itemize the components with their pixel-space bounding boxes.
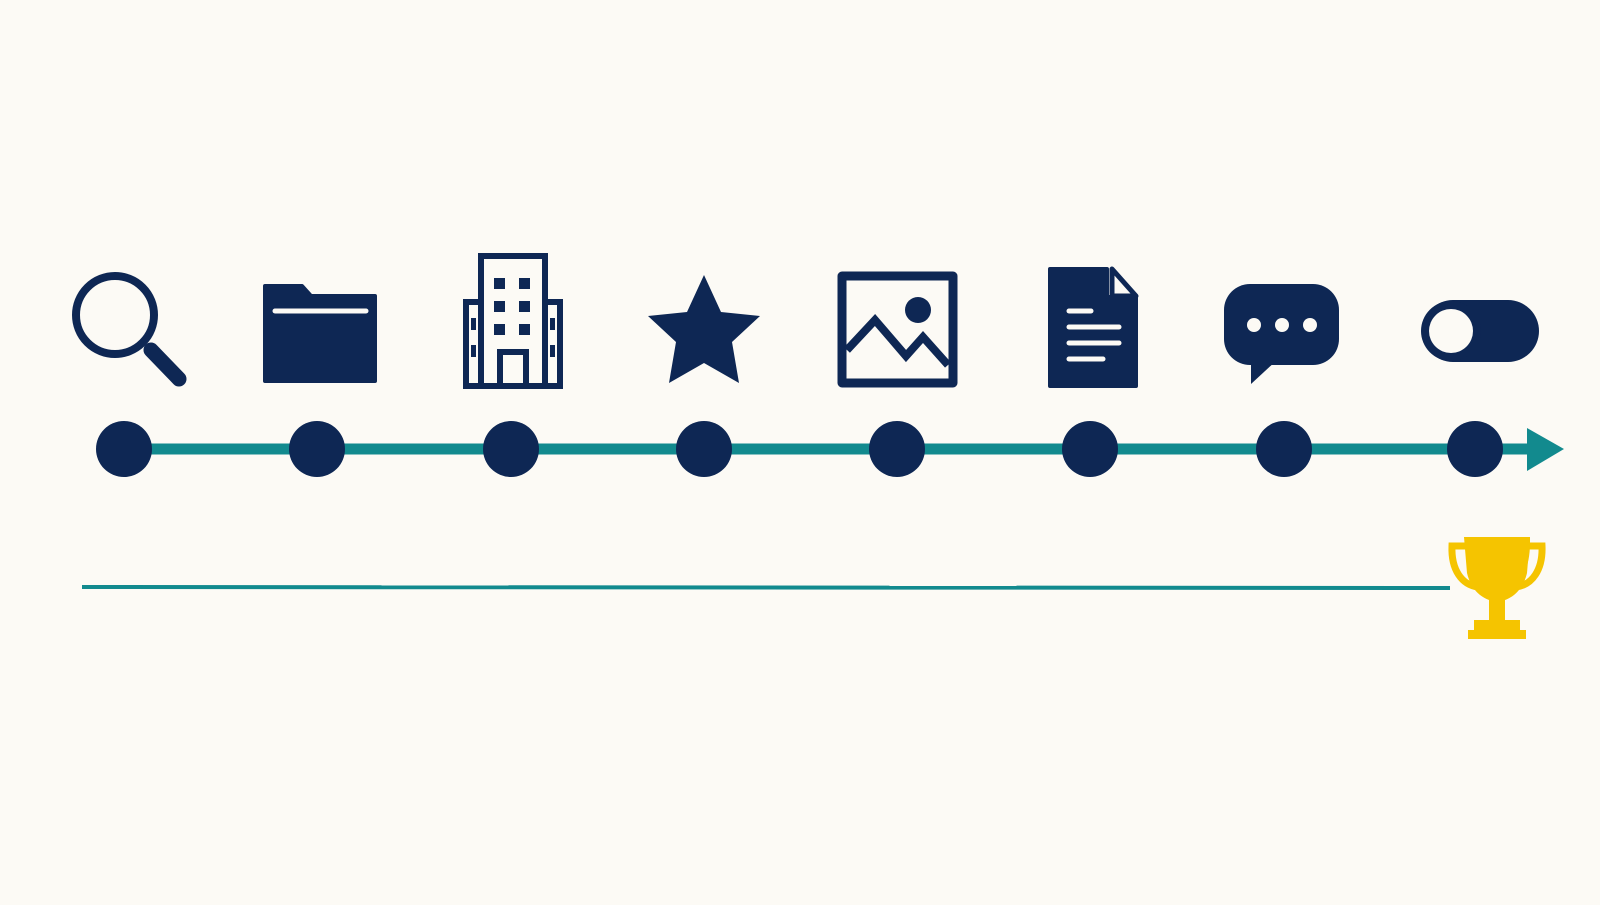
milestone-node-6 xyxy=(1062,421,1118,477)
milestone-node-5 xyxy=(869,421,925,477)
building-icon xyxy=(463,253,563,389)
image-icon xyxy=(837,271,958,388)
milestone-node-7 xyxy=(1256,421,1312,477)
milestone-node-4 xyxy=(676,421,732,477)
milestone-node-8 xyxy=(1447,421,1503,477)
milestone-node-1 xyxy=(96,421,152,477)
toggle-icon xyxy=(1421,300,1539,362)
milestone-node-2 xyxy=(289,421,345,477)
milestone-node-3 xyxy=(483,421,539,477)
goal-line xyxy=(81,585,1451,590)
timeline-arrowhead xyxy=(1527,428,1564,471)
trophy-icon xyxy=(1448,537,1546,639)
folder-icon xyxy=(263,284,377,383)
search-icon xyxy=(72,272,187,387)
document-icon xyxy=(1048,266,1139,388)
star-icon xyxy=(648,275,760,383)
chat-bubble-icon xyxy=(1224,284,1339,384)
